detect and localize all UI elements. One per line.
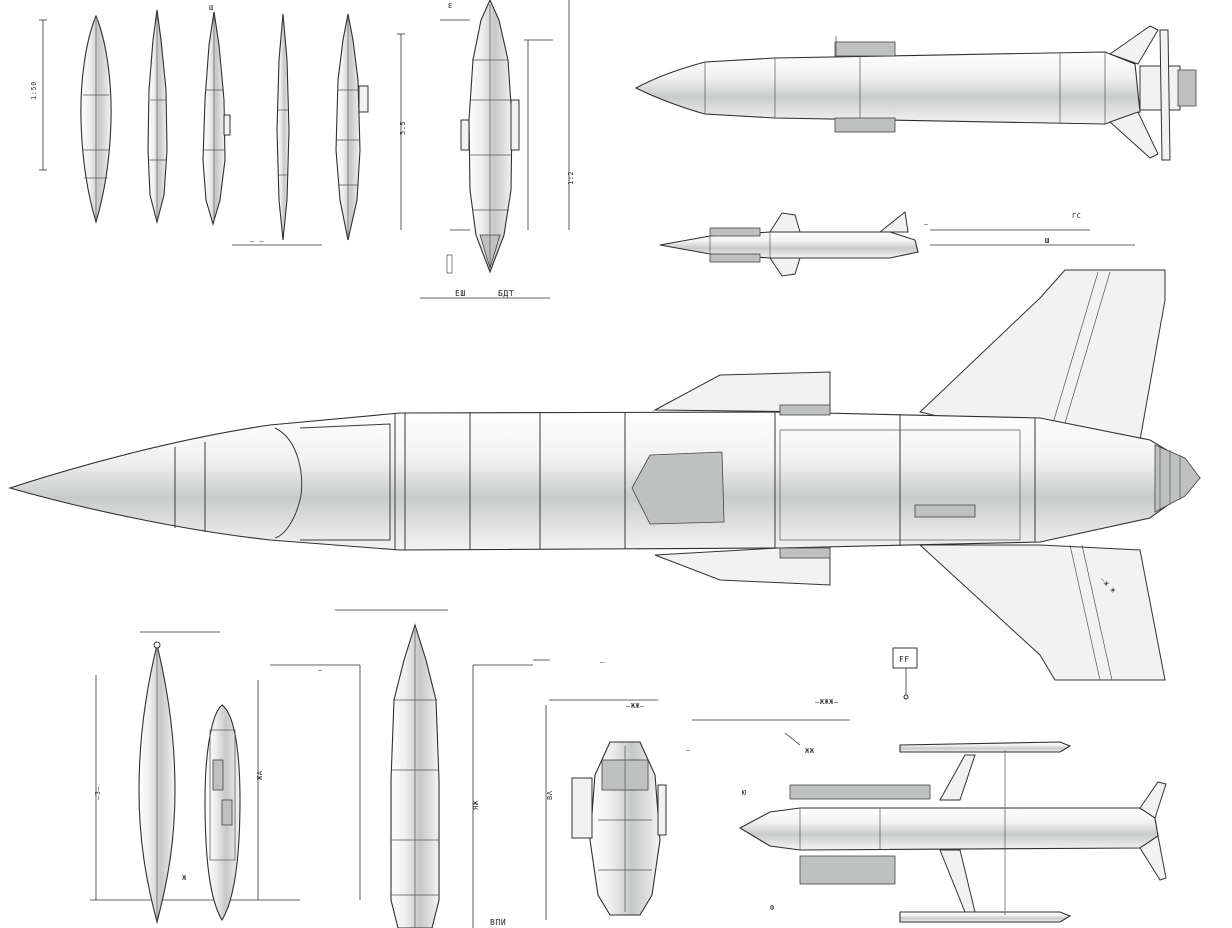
bottom-group-title: ВПИ bbox=[490, 918, 506, 927]
svg-text:Ш: Ш bbox=[209, 4, 214, 12]
svg-text:—3—: —3— bbox=[94, 786, 102, 800]
svg-text:—ЖЖЖ—: —ЖЖЖ— bbox=[815, 698, 839, 706]
bottom-right-missile: —ЖЖЖ— ЖЖ Ю Ф bbox=[738, 698, 1167, 923]
top-right-horizontal-missile bbox=[634, 25, 1197, 161]
svg-text:1:2: 1:2 bbox=[567, 171, 575, 185]
bottom-center-pod: ΒΛ —ЖЖ— — bbox=[545, 658, 850, 920]
top-group-title-b: БДТ bbox=[498, 289, 514, 298]
svg-text:—: — bbox=[924, 220, 929, 228]
svg-text:— —: — — bbox=[250, 237, 264, 245]
svg-text:5.5: 5.5 bbox=[399, 121, 407, 135]
top-group-title-a: ЕШ bbox=[455, 289, 466, 298]
svg-text:ЖЖ: ЖЖ bbox=[805, 747, 815, 755]
svg-text:ЯЖ: ЯЖ bbox=[472, 800, 480, 810]
svg-text:—: — bbox=[318, 666, 323, 674]
corner-mark-text: FF bbox=[899, 655, 910, 664]
missile-profile-4 bbox=[276, 13, 290, 241]
svg-text:Ш: Ш bbox=[1045, 237, 1050, 245]
main-missile-drawing: —ж ж bbox=[8, 269, 1201, 681]
svg-text:Ш: Ш bbox=[1045, 237, 1050, 245]
bottom-center-tall-missile: ЯЖ ВПИ bbox=[335, 609, 550, 928]
svg-text:Ю: Ю bbox=[742, 789, 747, 797]
svg-text:Ε: Ε bbox=[448, 2, 453, 10]
annotation-marks: Ш — — bbox=[686, 220, 1050, 754]
svg-text:ЖА: ЖА bbox=[256, 770, 264, 780]
svg-text:ГС: ГС bbox=[1072, 212, 1081, 220]
svg-text:—ЖЖ—: —ЖЖ— bbox=[626, 702, 645, 710]
svg-text:—: — bbox=[686, 746, 691, 754]
top-left-profiles: 1:50 Ш — — 5.5 bbox=[30, 4, 407, 246]
svg-text:1:50: 1:50 bbox=[30, 81, 38, 100]
missile-profile-2 bbox=[147, 9, 168, 225]
svg-text:—: — bbox=[600, 658, 605, 666]
svg-text:ΒΛ: ΒΛ bbox=[546, 790, 554, 800]
small-horizontal-missile: Ш ГС bbox=[659, 211, 1135, 277]
svg-text:Ж: Ж bbox=[182, 874, 187, 882]
center-top-vertical-missile: Ε 1:2 ЕШ БДТ bbox=[420, 0, 575, 299]
corner-mark: FF bbox=[892, 647, 918, 700]
bottom-left-profiles: —3— ЖА Ж — bbox=[90, 631, 361, 925]
svg-text:Ф: Ф bbox=[770, 904, 775, 912]
